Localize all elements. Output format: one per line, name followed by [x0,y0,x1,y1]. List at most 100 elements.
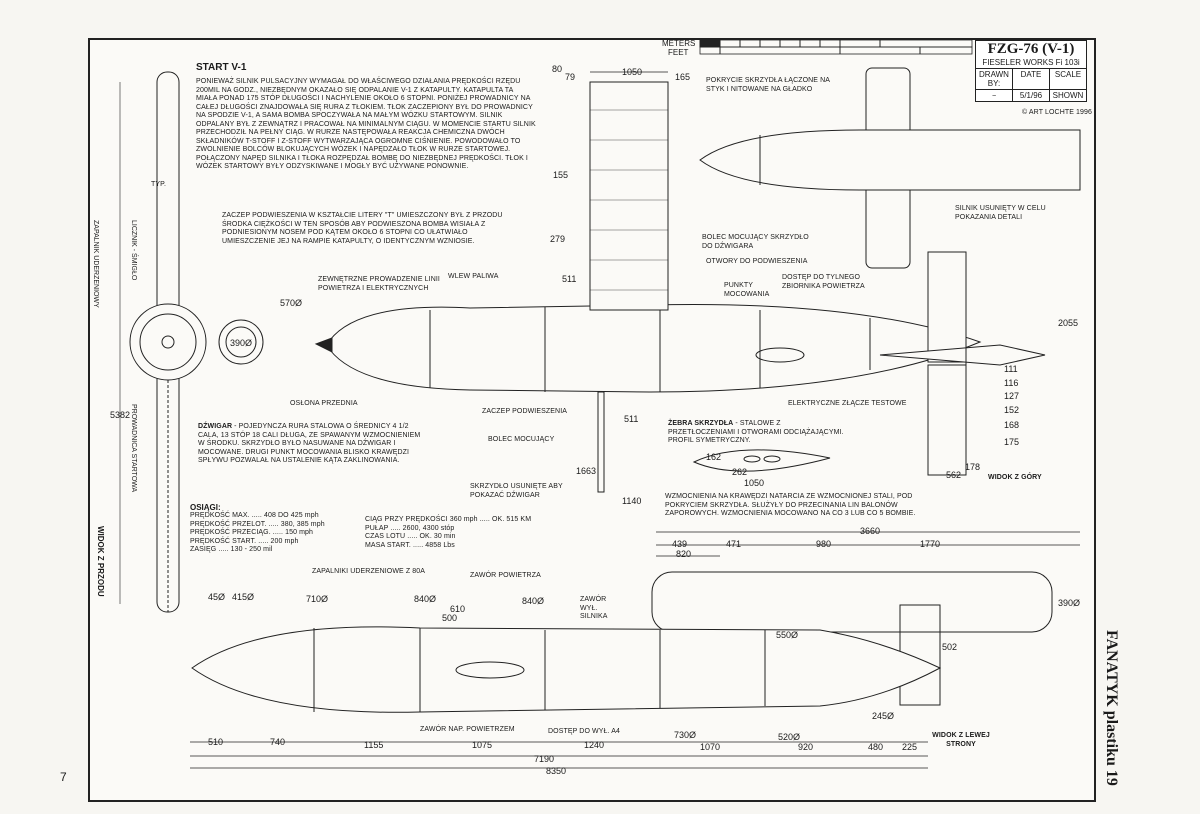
label-typ: TYP. [151,181,167,188]
osiagi-left: PRĘDKOŚĆ MAX. ..... 408 DO 425 mph PRĘDK… [190,512,360,555]
dzwigar-note: DŹWIGAR - POJEDYNCZA RURA STALOWA O ŚRED… [198,423,428,466]
dim-820: 820 [676,549,692,559]
dim-3660: 3660 [860,526,881,536]
label-prowadnica: PROWADNICA STARTOWA [130,404,137,493]
drawn-by-label: DRAWN BY: [979,70,1009,88]
dim-45: 45Ø [208,592,226,602]
label-otwory: OTWORY DO PODWIESZENIA [706,258,808,265]
dim-152: 152 [1004,405,1020,415]
signature: ~ [991,93,997,100]
dzwigar-heading: DŹWIGAR [198,423,233,430]
page-number: 7 [60,770,67,784]
label-punkty: PUNKTY MOCOWANIA [724,282,770,298]
dim-610: 610 [450,604,466,614]
osiagi-row: PRĘDKOŚĆ PRZECIĄG. ..... 150 mph [190,529,314,536]
label-widok-z-gory: WIDOK Z GÓRY [988,474,1042,481]
label-zewnetrzne: ZEWNĘTRZNE PROWADZENIE LINII POWIETRZA I… [318,276,440,292]
dim-439: 439 [672,539,688,549]
title-block: FZG-76 (V-1) FIESELER WORKS Fi 103i DRAW… [975,40,1087,102]
label-wzmocnienia: WZMOCNIENIA NA KRAWĘDZI NATARCIA ZE WZMO… [665,493,916,517]
dim-511: 511 [562,274,577,284]
lower-engine-view [651,571,1053,706]
dim-920: 920 [798,742,814,752]
dim-162: 162 [706,452,722,462]
osiagi-row: MASA START. ..... 4858 Lbs [365,541,455,549]
dim-2055: 2055 [1058,318,1079,328]
dzwigar-body: - POJEDYNCZA RURA STALOWA O ŚREDNICY 4 1… [198,423,421,464]
dim-550: 550Ø [776,630,799,640]
copyright: © ART LOCHTE 1996 [1022,109,1093,116]
dim-415: 415Ø [232,592,255,602]
dim-510: 510 [208,737,224,747]
label-silnik-usuniety: SILNIK USUNIĘTY W CELU POKAZANIA DETALI [955,205,1046,221]
label-oslona: OSŁONA PRZEDNIA [290,400,358,407]
label-zebra: ŻEBRA SKRZYDŁA - STALOWE Z PRZETŁOCZENIA… [668,420,844,444]
dim-1240: 1240 [584,740,605,750]
dim-562: 562 [946,470,962,480]
drawing-title: FZG-76 (V-1) [987,41,1075,57]
wing-planform [589,81,669,311]
dim-840b: 840Ø [522,596,545,606]
dim-262: 262 [732,467,748,477]
dim-79: 79 [565,72,576,82]
dim-390: 390Ø [230,338,253,348]
start-body: PONIEWAŻ SILNIK PULSACYJNY WYMAGAŁ DO WŁ… [196,78,536,170]
dim-500: 500 [442,613,458,623]
dim-3900: 390Ø [1058,598,1081,608]
label-dostep-zbiornika: DOSTĘP DO TYLNEGO ZBIORNIKA POWIETRZA [782,274,865,290]
osiagi-row: PUŁAP ..... 2600, 4300 stóp [365,524,455,532]
osiagi-row: PRĘDKOŚĆ MAX. ..... 408 DO 425 mph [190,512,319,519]
dim-245: 245Ø [872,711,895,721]
label-zapalniki: ZAPALNIKI UDERZENIOWE Z 80A [312,568,426,575]
label-zapalnik-ud: ZAPALNIK UDERZENIOWY [92,220,99,308]
front-view [119,71,264,613]
dim-1155: 1155 [364,740,384,750]
label-zawor-powietrza: ZAWÓR POWIETRZA [470,572,541,579]
osiagi-right: CIĄG PRZY PRĘDKOŚCI 360 mph ..... OK. 51… [365,516,555,550]
label-widok-z-lewej: WIDOK Z LEWEJ STRONY [932,732,990,748]
scale-bar [699,39,973,55]
dim-570: 570Ø [280,298,303,308]
dim-111: 111 [1004,364,1018,374]
upper-fuselage-side-view [314,303,982,493]
dim-127: 127 [1004,391,1020,401]
label-licznik: LICZNIK - ŚMIGŁO [130,220,137,281]
wing-rib-profile [692,449,831,472]
label-wlew-paliwa: WLEW PALIWA [448,273,499,280]
dim-710: 710Ø [306,594,329,604]
dim-116: 116 [1004,378,1019,388]
dim-1770: 1770 [920,539,941,549]
label-skrzydlo-usuniete: SKRZYDŁO USUNIĘTE ABY POKAZAĆ DŹWIGAR [470,483,563,499]
dim-980: 980 [816,539,832,549]
dim-168: 168 [1004,420,1020,430]
label-zlacze: ELEKTRYCZNE ZŁĄCZE TESTOWE [788,400,907,407]
dimension-lines [190,71,1080,769]
date-label: DATE [1012,69,1049,89]
dim-520: 520Ø [778,732,801,742]
dim-5382: 5382 [110,410,131,420]
dim-1075: 1075 [472,740,493,750]
scale-feet-label: FEET [668,48,689,57]
osiagi-row: CZAS LOTU ..... OK. 30 min [365,533,456,540]
label-zaczep: ZACZEP PODWIESZENIA [482,408,568,415]
dim-1050: 1050 [622,67,643,77]
osiagi-row: PRĘDKOŚĆ PRZELOT. ..... 380, 385 mph [190,520,325,528]
start-heading: START V-1 [196,62,247,73]
dim-471: 471 [726,539,742,549]
dim-165: 165 [675,72,691,82]
dim-1140: 1140 [622,496,642,506]
magazine-side-title: FANATYK plastiku 19 [1103,630,1120,786]
scale-label: SCALE [1049,69,1086,89]
dim-7190: 7190 [534,754,555,764]
label-widok-z-przodu: WIDOK Z PRZODU [96,526,105,597]
dim-279: 279 [550,234,566,244]
scale-meters-label: METERS [662,39,696,48]
label-bolec-skrzydla: BOLEC MOCUJĄCY SKRZYDŁO DO DŹWIGARA [702,234,809,250]
osiagi-row: CIĄG PRZY PRĘDKOŚCI 360 mph ..... OK. 51… [365,516,532,523]
scale-value: SHOWN [1049,90,1086,101]
dim-225: 225 [902,742,918,752]
top-detail-view [699,67,1081,269]
label-zawor-nap: ZAWÓR NAP. POWIETRZEM [420,726,515,733]
dim-175: 175 [1004,437,1020,447]
